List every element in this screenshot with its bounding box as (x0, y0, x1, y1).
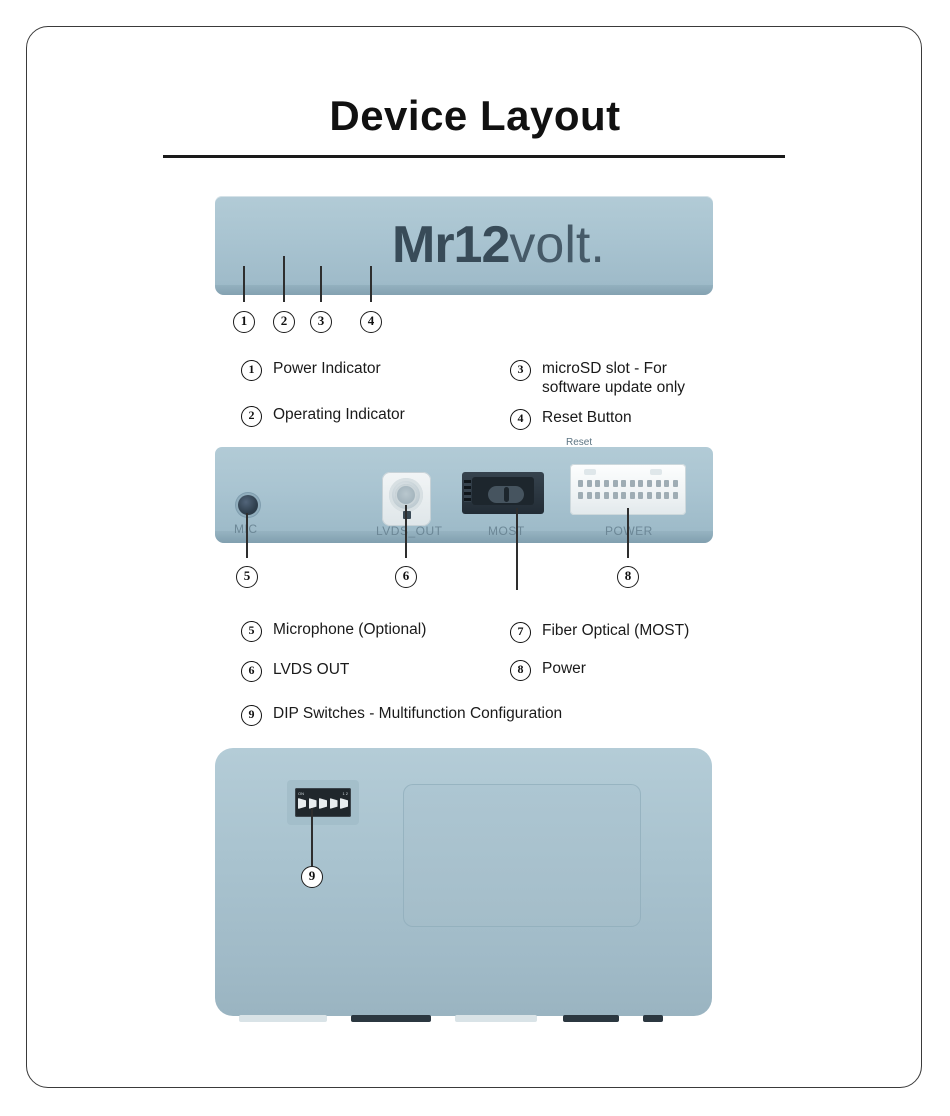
reset-port-label: Reset (566, 437, 593, 448)
legend-badge-7: 7 (510, 622, 531, 643)
housing-foot-1 (239, 1015, 327, 1022)
housing-foot-5 (643, 1015, 663, 1022)
dip-switch-levers (298, 798, 348, 812)
callout-marker-8: 8 (617, 566, 639, 588)
legend-item-8: 8 Power (510, 659, 586, 681)
callout-marker-3: 3 (310, 311, 332, 333)
page-title: Device Layout (329, 92, 621, 139)
callout-marker-5: 5 (236, 566, 258, 588)
most-port-opening (488, 486, 524, 503)
dip-lever-2[interactable] (308, 798, 317, 809)
most-port-inner (472, 477, 534, 505)
lvds-connector-icon (382, 472, 431, 526)
mic-jack-icon (238, 495, 258, 515)
legend-badge-2: 2 (241, 406, 262, 427)
legend-item-1: 1 Power Indicator (241, 359, 381, 381)
legend-item-2: 2 Operating Indicator (241, 405, 405, 427)
leader-line-4 (370, 266, 372, 302)
leader-line-5 (246, 513, 248, 558)
bottom-view-device-image: ON 1 2 (215, 748, 712, 1022)
legend-badge-9: 9 (241, 705, 262, 726)
legend-label-6: LVDS OUT (273, 661, 350, 678)
dip-range-label: 1 2 (342, 790, 348, 796)
callout-marker-2: 2 (273, 311, 295, 333)
callout-marker-6: 6 (395, 566, 417, 588)
page-border-frame (26, 26, 922, 1088)
legend-badge-8: 8 (510, 660, 531, 681)
power-connector-notch-right (650, 469, 662, 475)
port-label-lvds: LVDS_OUT (376, 524, 443, 538)
most-fiber-port-icon (462, 472, 544, 514)
power-connector-notch-left (584, 469, 596, 475)
housing-foot-4 (563, 1015, 619, 1022)
brand-logo-secondary: volt (509, 216, 591, 274)
dip-lever-4[interactable] (329, 798, 338, 809)
dip-lever-1[interactable] (298, 798, 306, 809)
power-connector-pin-row-bottom (578, 492, 678, 499)
legend-item-7: 7 Fiber Optical (MOST) (510, 621, 689, 643)
port-label-mic: MIC (234, 522, 258, 536)
callout-marker-4: 4 (360, 311, 382, 333)
legend-label-9: DIP Switches - Multifunction Configurati… (273, 705, 563, 722)
leader-line-2 (283, 256, 285, 302)
dip-switch-block-icon: ON 1 2 (295, 788, 351, 817)
most-port-teeth (464, 480, 471, 502)
legend-badge-3: 3 (510, 360, 531, 381)
brand-logo: Mr12volt. (392, 219, 605, 271)
legend-label-4: Reset Button (542, 409, 632, 426)
title-divider (163, 155, 785, 158)
dip-on-label: ON (298, 790, 304, 796)
lvds-connector-pin (403, 511, 411, 519)
legend-label-1: Power Indicator (273, 360, 381, 377)
dip-switch-markings: ON 1 2 (297, 790, 349, 796)
leader-line-1 (243, 266, 245, 302)
dip-lever-3[interactable] (319, 798, 327, 809)
legend-badge-5: 5 (241, 621, 262, 642)
power-connector-icon (570, 464, 686, 515)
legend-item-6: 6 LVDS OUT (241, 660, 349, 682)
legend-label-5: Microphone (Optional) (273, 621, 427, 638)
port-label-power: POWER (605, 524, 653, 538)
dip-lever-5[interactable] (340, 798, 348, 809)
port-label-most: MOST (488, 524, 525, 538)
legend-badge-4: 4 (510, 409, 531, 430)
housing-foot-3 (455, 1015, 537, 1022)
legend-label-2: Operating Indicator (273, 406, 405, 423)
leader-line-9 (311, 808, 313, 866)
legend-label-8: Power (542, 660, 586, 677)
leader-line-6 (405, 505, 407, 558)
legend-item-4: 4 Reset Button (510, 408, 632, 430)
legend-item-5: 5 Microphone (Optional) (241, 620, 426, 642)
brand-logo-suffix: . (590, 216, 605, 274)
power-connector-pin-row-top (578, 480, 678, 487)
legend-item-9: 9 DIP Switches - Multifunction Configura… (241, 704, 562, 726)
legend-badge-6: 6 (241, 661, 262, 682)
legend-label-7: Fiber Optical (MOST) (542, 622, 690, 639)
leader-line-8 (627, 508, 629, 558)
legend-badge-1: 1 (241, 360, 262, 381)
rear-panel-device-image (215, 447, 713, 543)
brand-logo-primary: Mr12 (392, 216, 510, 274)
callout-marker-1: 1 (233, 311, 255, 333)
bottom-recess-panel (403, 784, 641, 927)
lvds-connector-core (395, 484, 417, 506)
callout-marker-9: 9 (301, 866, 323, 888)
housing-foot-2 (351, 1015, 431, 1022)
leader-line-3 (320, 266, 322, 302)
legend-item-3: 3 microSD slot - For software update onl… (510, 359, 685, 397)
leader-line-7 (516, 508, 518, 590)
legend-label-3: microSD slot - For software update only (542, 360, 686, 396)
